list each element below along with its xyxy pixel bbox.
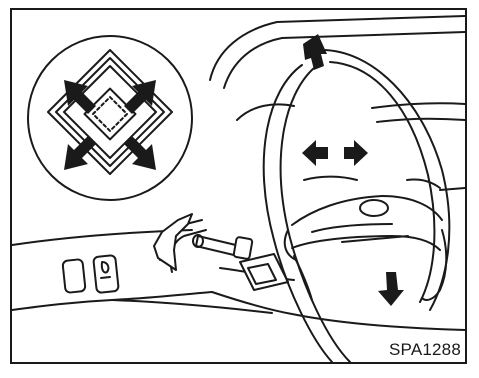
steering-wheel-illustration (12, 10, 465, 362)
dashboard-outline (210, 16, 465, 190)
arrow-right-icon (344, 140, 368, 166)
arrow-down-icon (378, 272, 404, 306)
switch-inset (28, 36, 192, 200)
steering-column (240, 254, 288, 290)
steering-wheel-rim (264, 50, 450, 362)
dash-switches (62, 255, 118, 293)
figure-code: SPA1288 (389, 340, 461, 360)
figure-frame: SPA1288 (10, 8, 467, 364)
arrow-left-icon (302, 140, 328, 166)
steering-wheel-hub (285, 177, 447, 300)
arrow-up-icon (303, 34, 327, 70)
tilt-lever (193, 235, 253, 259)
